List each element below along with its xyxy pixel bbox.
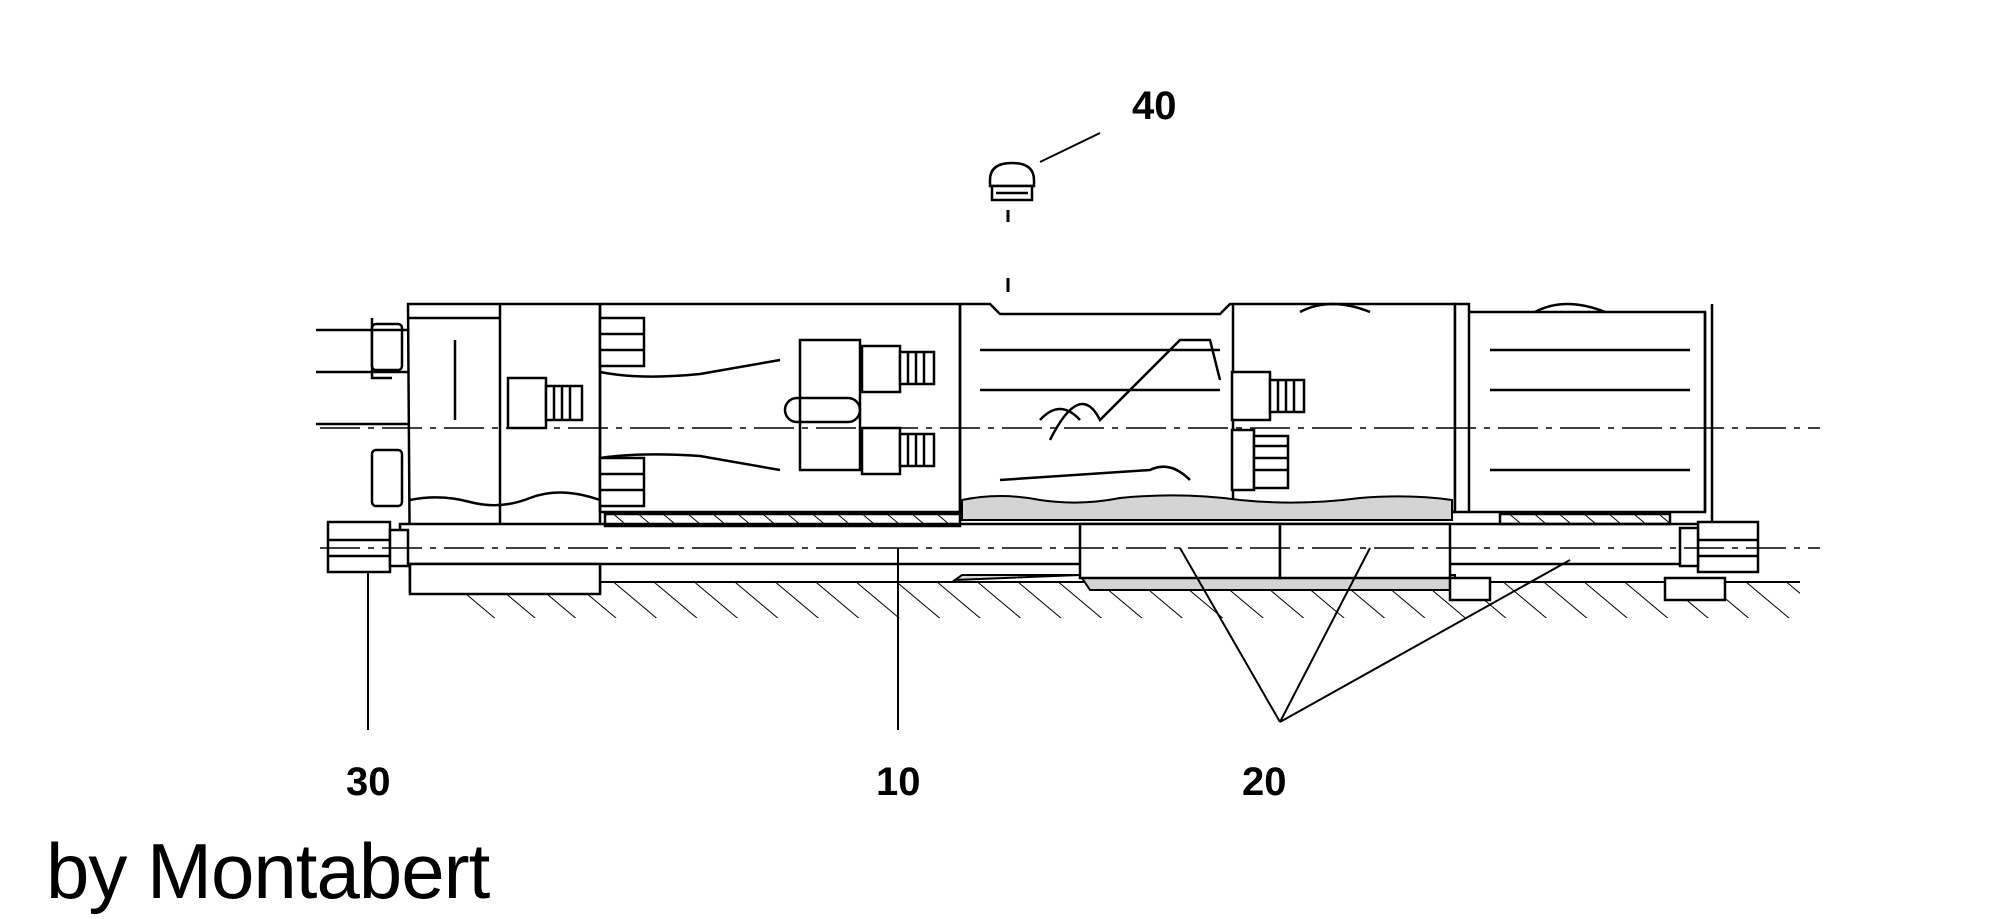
label-part-20: 20 [1242, 760, 1287, 804]
leader-lines [367, 132, 1571, 730]
label-part-10: 10 [876, 760, 921, 804]
plug-part-40 [988, 161, 1036, 292]
centerlines [320, 427, 1820, 549]
tie-rod-part-10 [326, 512, 1760, 602]
fittings [506, 316, 1306, 508]
breaker-body [316, 302, 1714, 594]
label-part-30: 30 [346, 760, 391, 804]
credit-text: by Montabert [46, 827, 490, 915]
label-part-40: 40 [1132, 84, 1177, 128]
